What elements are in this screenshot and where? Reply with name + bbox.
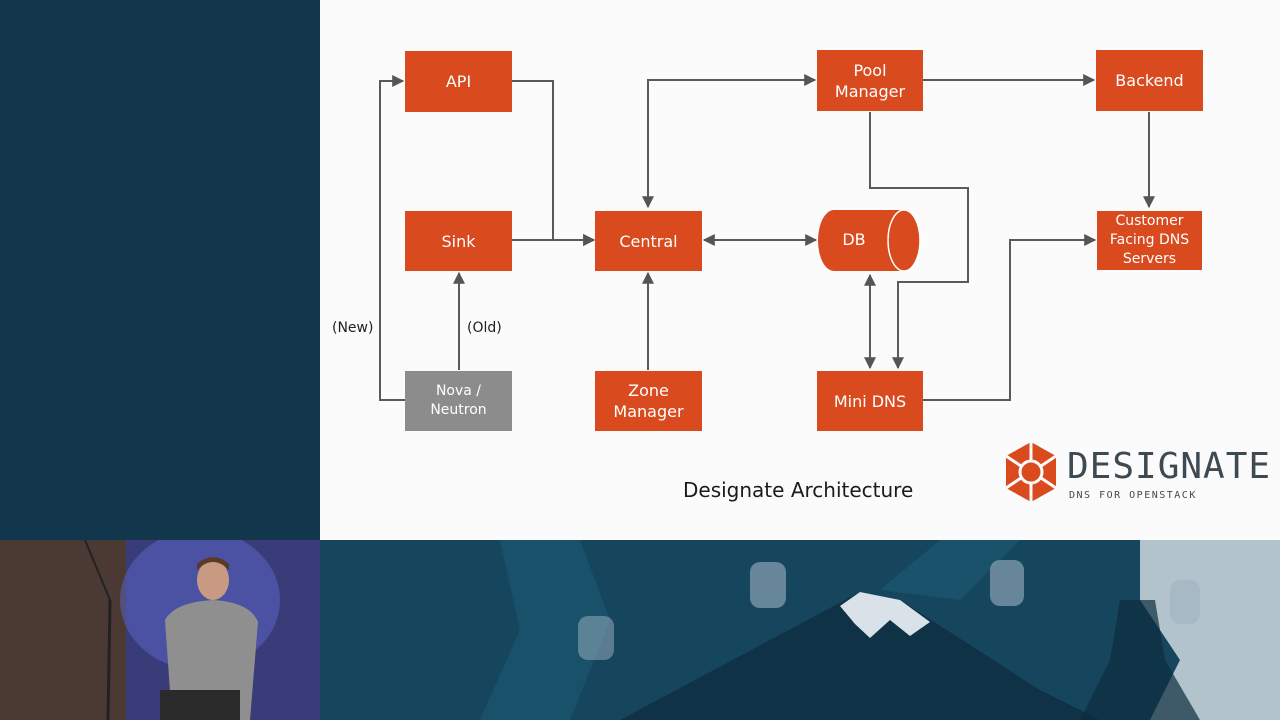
zone-manager-line-1: Zone: [628, 381, 669, 400]
db-cylinder: [818, 209, 921, 272]
mountain-illustration: [320, 540, 1280, 720]
central-box: Central: [595, 211, 702, 271]
presentation-slide: API Sink Nova / Neutron Central Zone Man…: [320, 0, 1280, 540]
db-label: DB: [842, 230, 866, 249]
zone-manager-box: Zone Manager: [595, 371, 702, 431]
customer-dns-line-1: Customer: [1115, 213, 1184, 229]
customer-dns-line-3: Servers: [1122, 251, 1177, 267]
edge-pool-to-minidns: [869, 112, 969, 370]
logo-wordmark: DESIGNATE: [1067, 446, 1272, 487]
architecture-connectors: [379, 74, 1155, 401]
zone-manager-line-2: Manager: [613, 402, 684, 421]
nova-line-2: Neutron: [430, 402, 487, 418]
speaker-video-scene: [0, 540, 320, 720]
nova-line-1: Nova /: [435, 383, 482, 399]
designate-logo: DESIGNATE DNS FOR OPENSTACK: [1003, 440, 1270, 506]
sink-box: Sink: [405, 211, 512, 271]
nova-neutron-box: Nova / Neutron: [405, 371, 512, 431]
backend-box: Backend: [1096, 50, 1203, 111]
api-box: API: [405, 51, 512, 112]
edge-label-new: (New): [332, 320, 374, 336]
left-panel: [0, 0, 320, 540]
speaker-video: [0, 540, 320, 720]
customer-dns-line-2: Facing DNS: [1109, 232, 1190, 248]
edge-nova-to-api: [379, 75, 405, 401]
pool-manager-line-1: Pool: [853, 60, 887, 80]
diagram-caption: Designate Architecture: [683, 478, 914, 502]
edge-label-old: (Old): [467, 320, 502, 336]
customer-dns-box: Customer Facing DNS Servers: [1097, 211, 1202, 270]
edge-api-to-central: [512, 80, 596, 246]
pool-manager-line-2: Manager: [834, 81, 906, 101]
designate-logo-icon: [1005, 442, 1057, 502]
edge-minidns-to-customer: [923, 234, 1097, 401]
logo-tagline: DNS FOR OPENSTACK: [1069, 490, 1197, 501]
mini-dns-box: Mini DNS: [817, 371, 923, 431]
pool-manager-box: Pool Manager: [817, 50, 923, 111]
conference-backdrop: [320, 540, 1280, 720]
edge-central-pool: [642, 74, 817, 209]
